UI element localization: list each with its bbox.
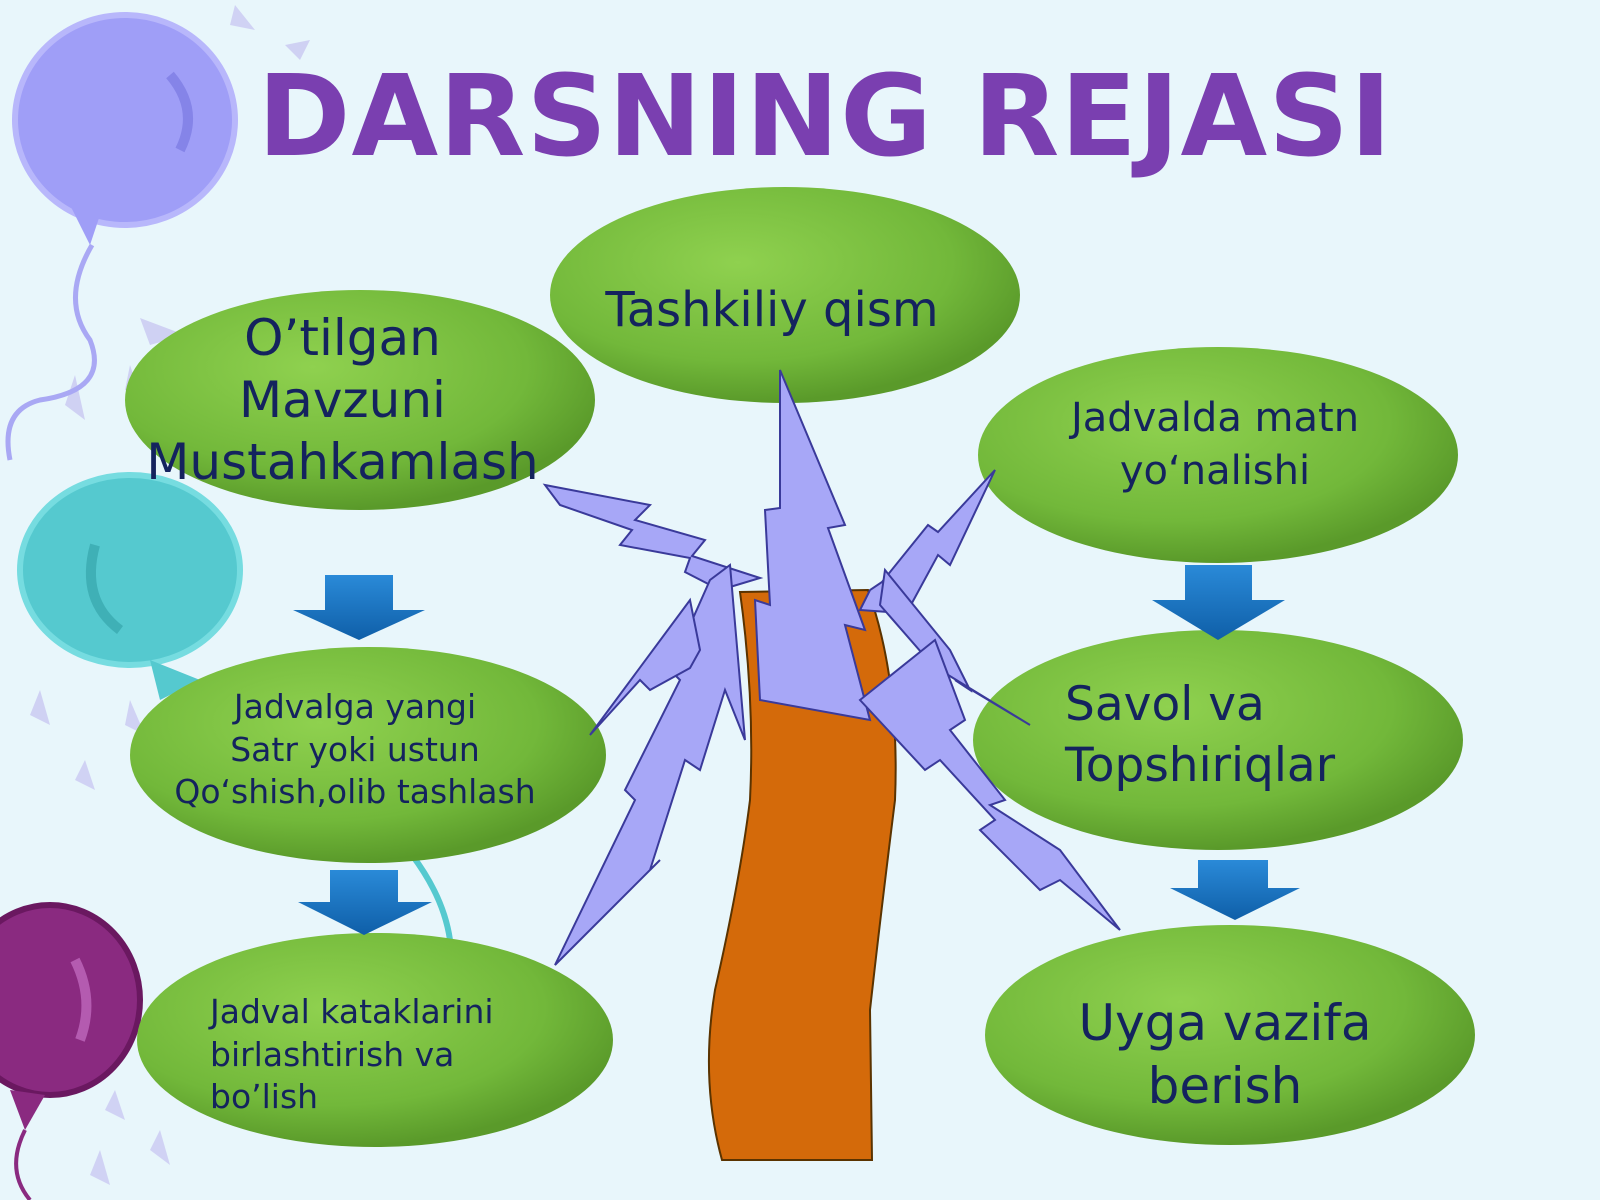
node-jadval-kataklari-label: Jadval kataklarini birlashtirish va bo’l… bbox=[210, 991, 494, 1117]
node-tashkiliy-label: Tashkiliy qism bbox=[605, 281, 939, 338]
node-savol-shape bbox=[973, 630, 1463, 850]
node-jadval-kataklari-shape bbox=[137, 933, 613, 1147]
down-arrow-icon bbox=[293, 565, 1300, 935]
node-uyga-shape bbox=[985, 925, 1475, 1145]
node-savol-label: Savol va Topshiriqlar bbox=[1065, 676, 1336, 793]
node-shapes bbox=[125, 187, 1475, 1147]
tree-trunk-icon bbox=[707, 588, 897, 1161]
page-title: DARSNING REJASI bbox=[257, 52, 1393, 182]
node-jadvalda-shape bbox=[978, 347, 1458, 563]
node-jadvalda-label: Jadvalda matn yo‘nalishi bbox=[1070, 395, 1360, 494]
lightning-bolt-icon bbox=[542, 369, 1121, 966]
node-otilgan-label: O’tilgan Mavzuni Mustahkamlash bbox=[146, 309, 539, 491]
balloon-icon bbox=[5, 12, 238, 461]
node-uyga-label: Uyga vazifa berish bbox=[1078, 994, 1372, 1115]
node-otilgan-shape bbox=[125, 290, 595, 510]
balloon-icon bbox=[0, 902, 143, 1200]
node-jadvalga-shape bbox=[130, 647, 606, 863]
node-jadvalga-label: Jadvalga yangi Satr yoki ustun Qo‘shish,… bbox=[174, 686, 536, 812]
node-tashkiliy-shape bbox=[550, 187, 1020, 403]
